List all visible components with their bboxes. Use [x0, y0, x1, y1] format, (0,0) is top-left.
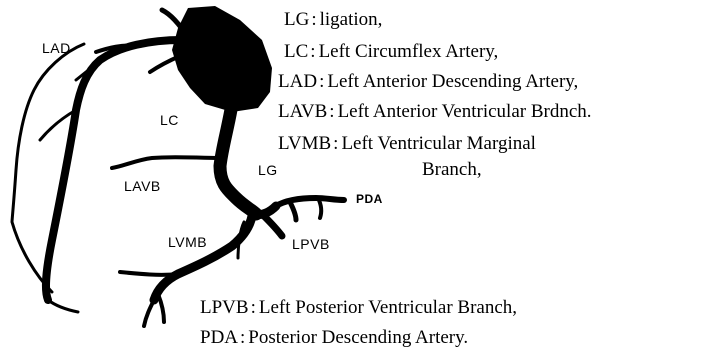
legend-text: Branch, [422, 159, 482, 180]
legend-entry-lavb: LAVB:Left Anterior Ventricular Brdnch. [278, 100, 592, 124]
legend-text: ligation, [320, 9, 383, 30]
lpvb-label: LPVB [292, 236, 330, 252]
legend-separator: : [311, 9, 316, 30]
lvmb-label: LVMB [168, 234, 207, 250]
lvmb-end-branch-2 [158, 294, 164, 322]
legend-entry-pda: PDA:Posterior Descending Artery. [200, 326, 468, 350]
lg-label: LG [258, 162, 278, 178]
left-main-trunk [172, 6, 272, 112]
lpvb-vessel [264, 216, 282, 236]
legend-text: Left Circumflex Artery, [319, 41, 499, 62]
legend-abbr: LC [284, 41, 308, 62]
legend-separator: : [319, 71, 324, 92]
legend-abbr: LAVB [278, 101, 327, 122]
legend-abbr: PDA [200, 327, 238, 348]
legend-separator: : [333, 133, 338, 154]
lad-end-branch [48, 300, 78, 312]
lvmb-end-branch-1 [144, 300, 154, 326]
lc-vessel [220, 104, 256, 214]
legend-separator: : [251, 297, 256, 318]
lvmb-side-branch [120, 272, 178, 275]
legend-abbr: LVMB [278, 133, 331, 154]
legend-separator: : [310, 41, 315, 62]
legend-text: Posterior Descending Artery. [248, 327, 468, 348]
legend-text: Left Anterior Ventricular Brdnch. [338, 101, 592, 122]
legend-abbr: LG [284, 9, 309, 30]
lad-vessel [46, 40, 182, 300]
legend-entry-lpvb: LPVB:Left Posterior Ventricular Branch, [200, 296, 517, 320]
lavb-vessel [112, 157, 222, 168]
legend-entry-lvmb-continued: Branch, [422, 158, 482, 182]
legend-text: Left Posterior Ventricular Branch, [259, 297, 517, 318]
pda-side-branch-2 [318, 198, 321, 218]
legend-entry-lvmb: LVMB:Left Ventricular Marginal [278, 132, 536, 156]
legend-entry-lc: LC:Left Circumflex Artery, [284, 40, 498, 64]
trunk-stub-lower [150, 56, 180, 72]
legend-text: Left Ventricular Marginal [341, 133, 536, 154]
legend-separator: : [329, 101, 334, 122]
legend-entry-lg: LG:ligation, [284, 8, 382, 32]
lavb-label: LAVB [124, 178, 161, 194]
legend-separator: : [240, 327, 245, 348]
pda-vessel [276, 198, 344, 206]
legend-abbr: LPVB [200, 297, 249, 318]
lc-label: LC [160, 112, 179, 128]
lad-label: LAD [42, 40, 71, 56]
legend-text: Left Anterior Descending Artery, [327, 71, 578, 92]
pda-label: PDA [356, 192, 383, 206]
legend-entry-lad: LAD:Left Anterior Descending Artery, [278, 70, 578, 94]
pda-side-branch [290, 202, 296, 220]
legend-abbr: LAD [278, 71, 317, 92]
